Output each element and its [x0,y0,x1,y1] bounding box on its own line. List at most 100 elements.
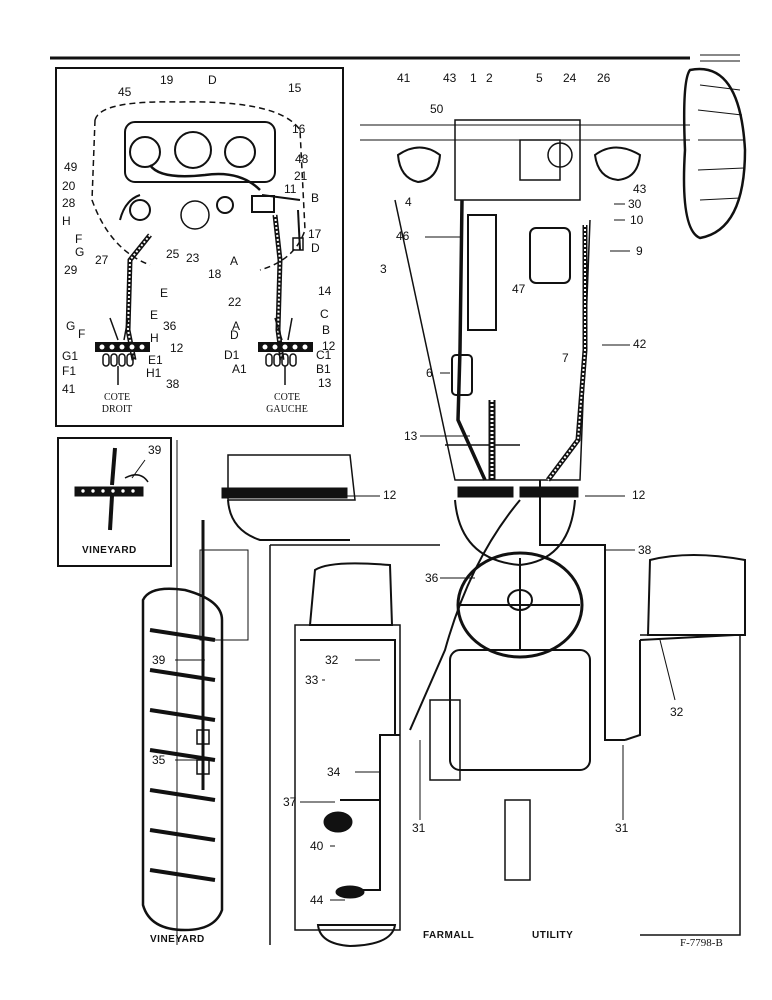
callout-B-lower: B [322,323,331,337]
callout-33: 33 [305,673,319,687]
callout-12-left-main: 12 [383,488,397,502]
callout-25: 25 [166,247,180,261]
callout-14: 14 [318,284,332,298]
callout-E1: E1 [148,353,163,367]
callout-22: 22 [228,295,242,309]
callout-49: 49 [64,160,78,174]
caption-farmall: FARMALL [423,930,475,941]
callout-H1: H1 [146,366,162,380]
callout-42: 42 [633,337,647,351]
callout-45: 45 [118,85,132,99]
callout-12-right: 12 [170,341,184,355]
callout-3: 3 [380,262,387,276]
instrument-panel-drawing [91,101,306,361]
callout-19: 19 [160,73,174,87]
inset-terminal-block-right [95,317,150,385]
callout-35: 35 [152,753,166,767]
callout-D1: D1 [224,348,240,362]
vineyard-tractor-drawing [141,440,440,945]
callout-28: 28 [62,196,76,210]
callout-50: 50 [430,102,444,116]
callout-20: 20 [62,179,76,193]
vineyard-harness-drawing [74,447,149,531]
callout-F: F [75,232,83,246]
callout-18: 18 [208,267,222,281]
callout-31-left: 31 [412,821,426,835]
callout-21: 21 [294,169,308,183]
callout-27: 27 [95,253,109,267]
callout-24: 24 [563,71,577,85]
callout-A-lower: A [232,319,241,333]
callout-36: 36 [163,319,177,333]
inset-terminal-block-left [258,317,313,385]
callout-39-vineyard-inset: 39 [148,443,162,457]
callout-39: 39 [152,653,166,667]
callout-31-right: 31 [615,821,629,835]
callout-7: 7 [562,351,569,365]
callout-13: 13 [404,429,418,443]
instrument-inset-frame [55,67,344,427]
callout-C: C [320,307,329,321]
callout-5: 5 [536,71,543,85]
callout-4: 4 [405,195,412,209]
callout-C1: C1 [316,348,332,362]
callout-B: B [311,191,320,205]
callout-D: D [208,73,217,87]
callout-leaders [175,203,676,901]
callout-34: 34 [327,765,341,779]
caption-utility: UTILITY [532,930,574,941]
callout-D-lower: D [311,241,320,255]
callout-15: 15 [288,81,302,95]
callout-E: E [160,286,169,300]
callout-43: 43 [443,71,457,85]
callout-G-lower: G [66,319,76,333]
callout-1: 1 [470,71,477,85]
callout-23: 23 [186,251,200,265]
callout-D-bottom: D [230,328,239,342]
callout-A1: A1 [232,362,247,376]
callout-36: 36 [425,571,439,585]
callout-30: 30 [628,197,642,211]
callout-13-inset: 13 [318,376,332,390]
callout-47: 47 [512,282,526,296]
callout-12-left: 12 [322,339,336,353]
caption-vineyard: VINEYARD [150,934,205,945]
figure-reference: F-7798-B [680,937,723,949]
callout-2: 2 [486,71,493,85]
vineyard-inset-caption: VINEYARD [82,545,137,556]
callout-11: 11 [284,182,297,196]
callout-38: 38 [638,543,652,557]
main-tractor-drawing [294,67,747,948]
vineyard-inset-frame [57,437,172,567]
callout-6: 6 [426,366,433,380]
callout-32-right: 32 [670,705,684,719]
callout-37: 37 [283,795,297,809]
callout-E-lower: E [150,308,159,322]
callout-32-left: 32 [325,653,339,667]
callout-F-lower: F [78,327,86,341]
callout-H: H [62,214,71,228]
callout-16: 16 [292,122,306,136]
callout-48: 48 [295,152,309,166]
callout-43-right: 43 [633,182,647,196]
callout-41: 41 [397,71,411,85]
callout-38-inset: 38 [166,377,180,391]
callout-29: 29 [64,263,78,277]
callout-G1: G1 [62,349,79,363]
callout-12-right-main: 12 [632,488,646,502]
callout-H-lower: H [150,331,159,345]
callout-10: 10 [630,213,644,227]
callout-44: 44 [310,893,324,907]
callout-G: G [75,245,85,259]
callout-41-inset: 41 [62,382,76,396]
callout-F1: F1 [62,364,77,378]
callout-46: 46 [396,229,410,243]
callout-17: 17 [308,227,322,241]
callout-40: 40 [310,839,324,853]
callout-26: 26 [597,71,611,85]
callout-B1: B1 [316,362,331,376]
callout-A: A [230,254,239,268]
